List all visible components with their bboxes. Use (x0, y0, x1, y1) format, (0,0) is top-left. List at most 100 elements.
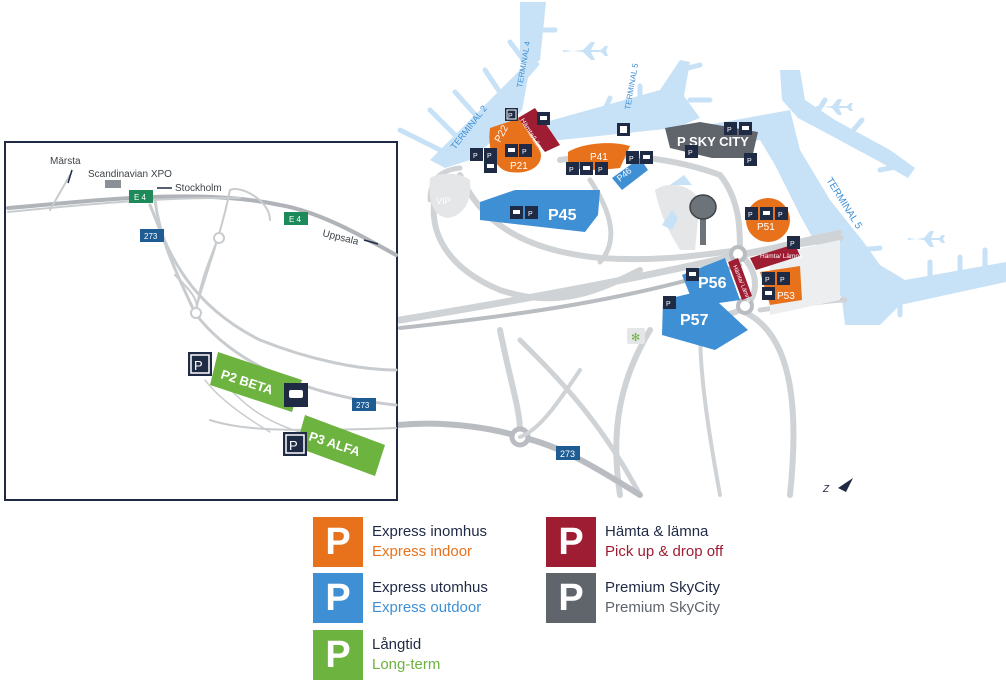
p56-label: P56 (698, 275, 727, 292)
scandinavian-xpo-label: Scandinavian XPO (88, 169, 172, 180)
parking-badge-icon: P (775, 207, 788, 220)
terminal-gate-fingers (397, 27, 988, 318)
parking-p2-beta[interactable]: P2 BETA (210, 352, 302, 412)
p21-label: P21 (510, 161, 528, 172)
parking-badge-icon: P (777, 272, 790, 285)
svg-text:P: P (289, 438, 298, 453)
svg-text:273: 273 (560, 449, 575, 459)
control-tower (700, 205, 706, 245)
parking-badge-icon: P (744, 153, 757, 166)
parking-badge-icon: P (525, 206, 538, 219)
park-area (627, 328, 645, 344)
p45-label: P45 (548, 207, 577, 224)
arrow-icon (67, 169, 73, 184)
car-badge-icon (580, 162, 593, 175)
svg-text:P: P (473, 153, 478, 160)
terminal-5-pier (780, 70, 915, 178)
parking-badge-icon: P (685, 145, 698, 158)
airplane-icon (908, 231, 945, 247)
route-273-label: 273 (356, 401, 370, 410)
p41-label: P41 (590, 152, 608, 163)
svg-text:Z: Z (822, 484, 830, 495)
car-badge-icon (686, 268, 699, 281)
parking-badge-icon: P (566, 162, 579, 175)
control-tower-icon (689, 194, 717, 220)
car-badge-icon (640, 151, 653, 164)
e4-badge-label: E 4 (134, 193, 147, 202)
terminal-4-building (535, 60, 700, 140)
parking-badge-icon: P (663, 296, 676, 309)
svg-text:P: P (790, 241, 795, 248)
svg-text:P: P (688, 150, 693, 157)
svg-text:P: P (522, 149, 527, 156)
e4-badge-label: E 4 (289, 215, 302, 224)
svg-text:P: P (629, 156, 634, 163)
parking-badge-icon: P (745, 207, 758, 220)
svg-text:P: P (598, 167, 603, 174)
p57-label: P57 (680, 312, 709, 329)
route-273-badge (352, 398, 376, 411)
svg-text:P: P (747, 158, 752, 165)
car-badge-icon (505, 144, 518, 157)
parking-badge-icon: P (283, 432, 307, 456)
vip-label: VIP (436, 196, 451, 206)
parking-badge-icon: P (484, 148, 497, 161)
parking-badge-icon: P (724, 122, 737, 135)
route-273-label: 273 (144, 232, 158, 241)
car-badge-icon (762, 287, 775, 300)
car-badge-icon (760, 207, 773, 220)
tower-area (655, 175, 717, 250)
arrow-icon (363, 239, 379, 245)
parking-badge-icon: P (787, 236, 800, 249)
parking-badge-icon: P (519, 144, 532, 157)
bus-badge-icon (617, 123, 630, 136)
parking-badge-icon: P (470, 148, 483, 161)
p51-label: P51 (757, 222, 775, 233)
airplane-icons (563, 42, 945, 247)
airplane-icon (816, 99, 853, 115)
svg-text:P: P (765, 277, 770, 284)
svg-text:P: P (778, 212, 783, 219)
p53-label: P53 (777, 291, 795, 302)
svg-text:P: P (748, 212, 753, 219)
roundabout (736, 297, 754, 315)
car-badge-icon (484, 160, 497, 173)
svg-text:P: P (569, 167, 574, 174)
svg-text:P: P (780, 277, 785, 284)
terminal-north-pier (520, 2, 546, 70)
xpo-building (105, 180, 121, 188)
parking-p45[interactable]: P45 (480, 190, 600, 232)
route-273-badge: 273 (556, 446, 580, 460)
svg-text:P: P (528, 211, 533, 218)
e4-badge (129, 190, 153, 203)
svg-text:P: P (508, 113, 513, 120)
parking-badge-icon: P (188, 352, 212, 376)
svg-text:P: P (194, 358, 203, 373)
route-273-road (395, 368, 643, 498)
e4-badge (284, 212, 308, 225)
parking-icon-badges: P P P P P P P P P P P P P P P P P (470, 108, 800, 309)
svg-text:P: P (727, 127, 732, 134)
car-badge-icon (284, 383, 308, 407)
svg-text:P: P (487, 153, 492, 160)
parking-badge-icon: P (626, 151, 639, 164)
inset-map: Märsta Scandinavian XPO Stockholm E 4 E … (4, 141, 398, 501)
car-badge-icon (739, 122, 752, 135)
car-badge-icon (537, 112, 550, 125)
parking-hamta-lamna-right[interactable]: Hämta/ Lämna (750, 244, 803, 270)
parking-badge-icon: P (762, 272, 775, 285)
vip-area (429, 173, 471, 218)
car-badge-icon (510, 206, 523, 219)
parking-p3-alfa[interactable]: P3 ALFA (296, 415, 385, 476)
terminal-5-building (680, 110, 1006, 325)
airplane-icon (563, 42, 608, 60)
north-arrow-icon: Z (822, 478, 853, 495)
parking-badge-icon: P (505, 108, 518, 121)
flower-icon: ✻ (631, 332, 640, 344)
airplane-icon (844, 136, 858, 148)
parking-p57[interactable]: P57 (662, 290, 748, 350)
marsta-label: Märsta (50, 156, 81, 167)
hamta-lamna-right-label: Hämta/ Lämna (760, 253, 803, 260)
stockholm-label: Stockholm (175, 183, 222, 194)
